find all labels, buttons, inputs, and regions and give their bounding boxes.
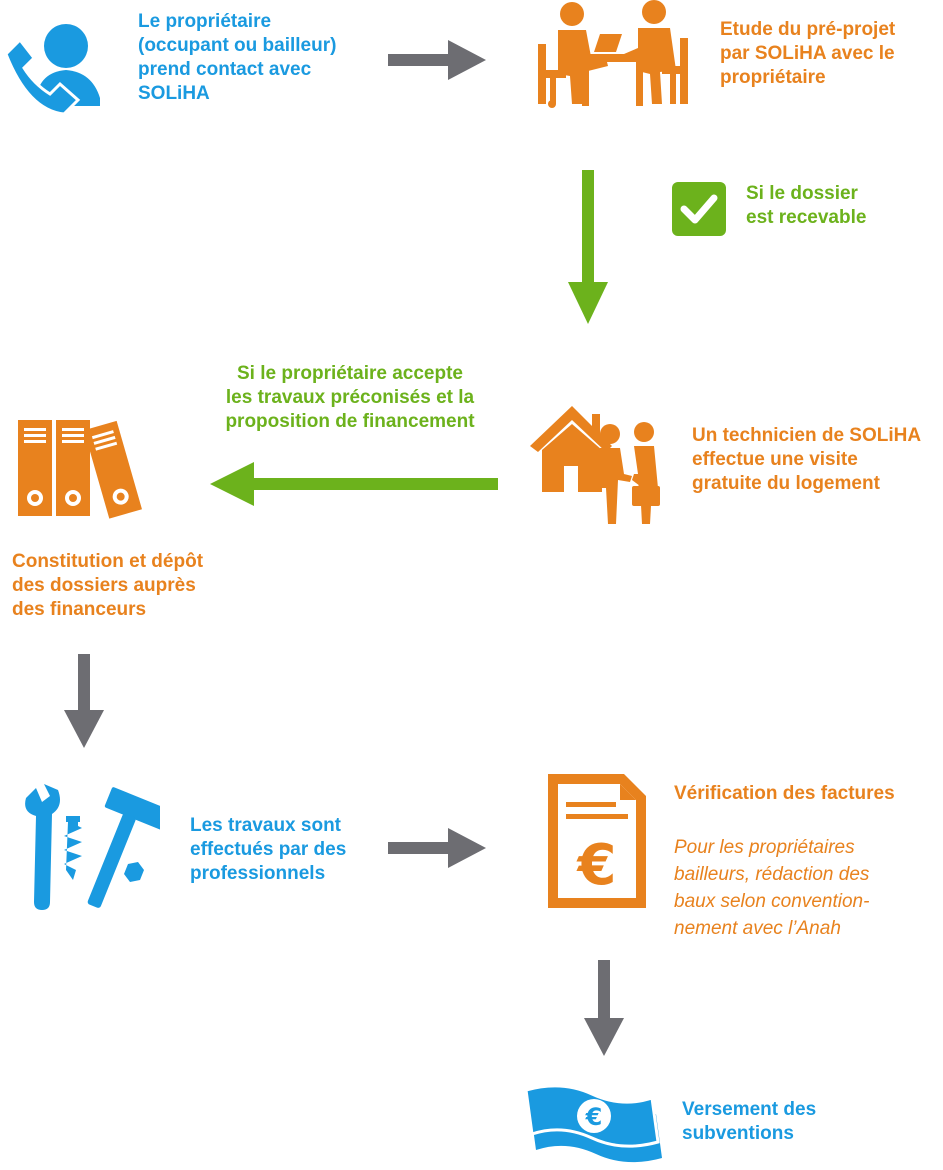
svg-text:€: €	[576, 833, 617, 898]
arrow-down-1	[62, 654, 106, 748]
meeting-icon	[530, 0, 698, 110]
arrow-right-2	[388, 826, 486, 870]
step-etude-text: Etude du pré-projet par SOLiHA avec le p…	[720, 19, 896, 88]
checkbox-icon	[672, 182, 726, 236]
tools-icon	[20, 782, 160, 912]
phone-contact-icon	[0, 10, 108, 118]
arrow-down-2	[582, 960, 626, 1056]
binders-icon	[16, 418, 156, 522]
condition-accepte-text: Si le propriétaire accepte les travaux p…	[225, 363, 475, 432]
condition-recevable-text: Si le dossier est recevable	[746, 183, 867, 228]
arrow-left-green	[210, 462, 498, 506]
arrow-right-1	[388, 38, 486, 82]
step-versement-text: Versement des subventions	[682, 1099, 817, 1144]
step-verification-title: Vérification des factures	[674, 783, 895, 804]
house-handshake-icon	[528, 404, 670, 528]
step-visite-text: Un technicien de SOLiHA effectue une vis…	[692, 425, 922, 494]
arrow-down-green	[566, 170, 610, 324]
banknote-euro-icon: €	[526, 1076, 666, 1166]
invoice-euro-icon: €	[546, 772, 648, 910]
step-travaux-text: Les travaux sont effectués par des profe…	[190, 815, 347, 884]
step-verification-note: Pour les propriétaires bailleurs, rédact…	[674, 837, 870, 939]
svg-text:€: €	[585, 1103, 603, 1131]
step-dossiers-text: Constitution et dépôt des dossiers auprè…	[12, 551, 204, 620]
step-contact-text: Le propriétaire (occupant ou bailleur) p…	[138, 11, 337, 104]
